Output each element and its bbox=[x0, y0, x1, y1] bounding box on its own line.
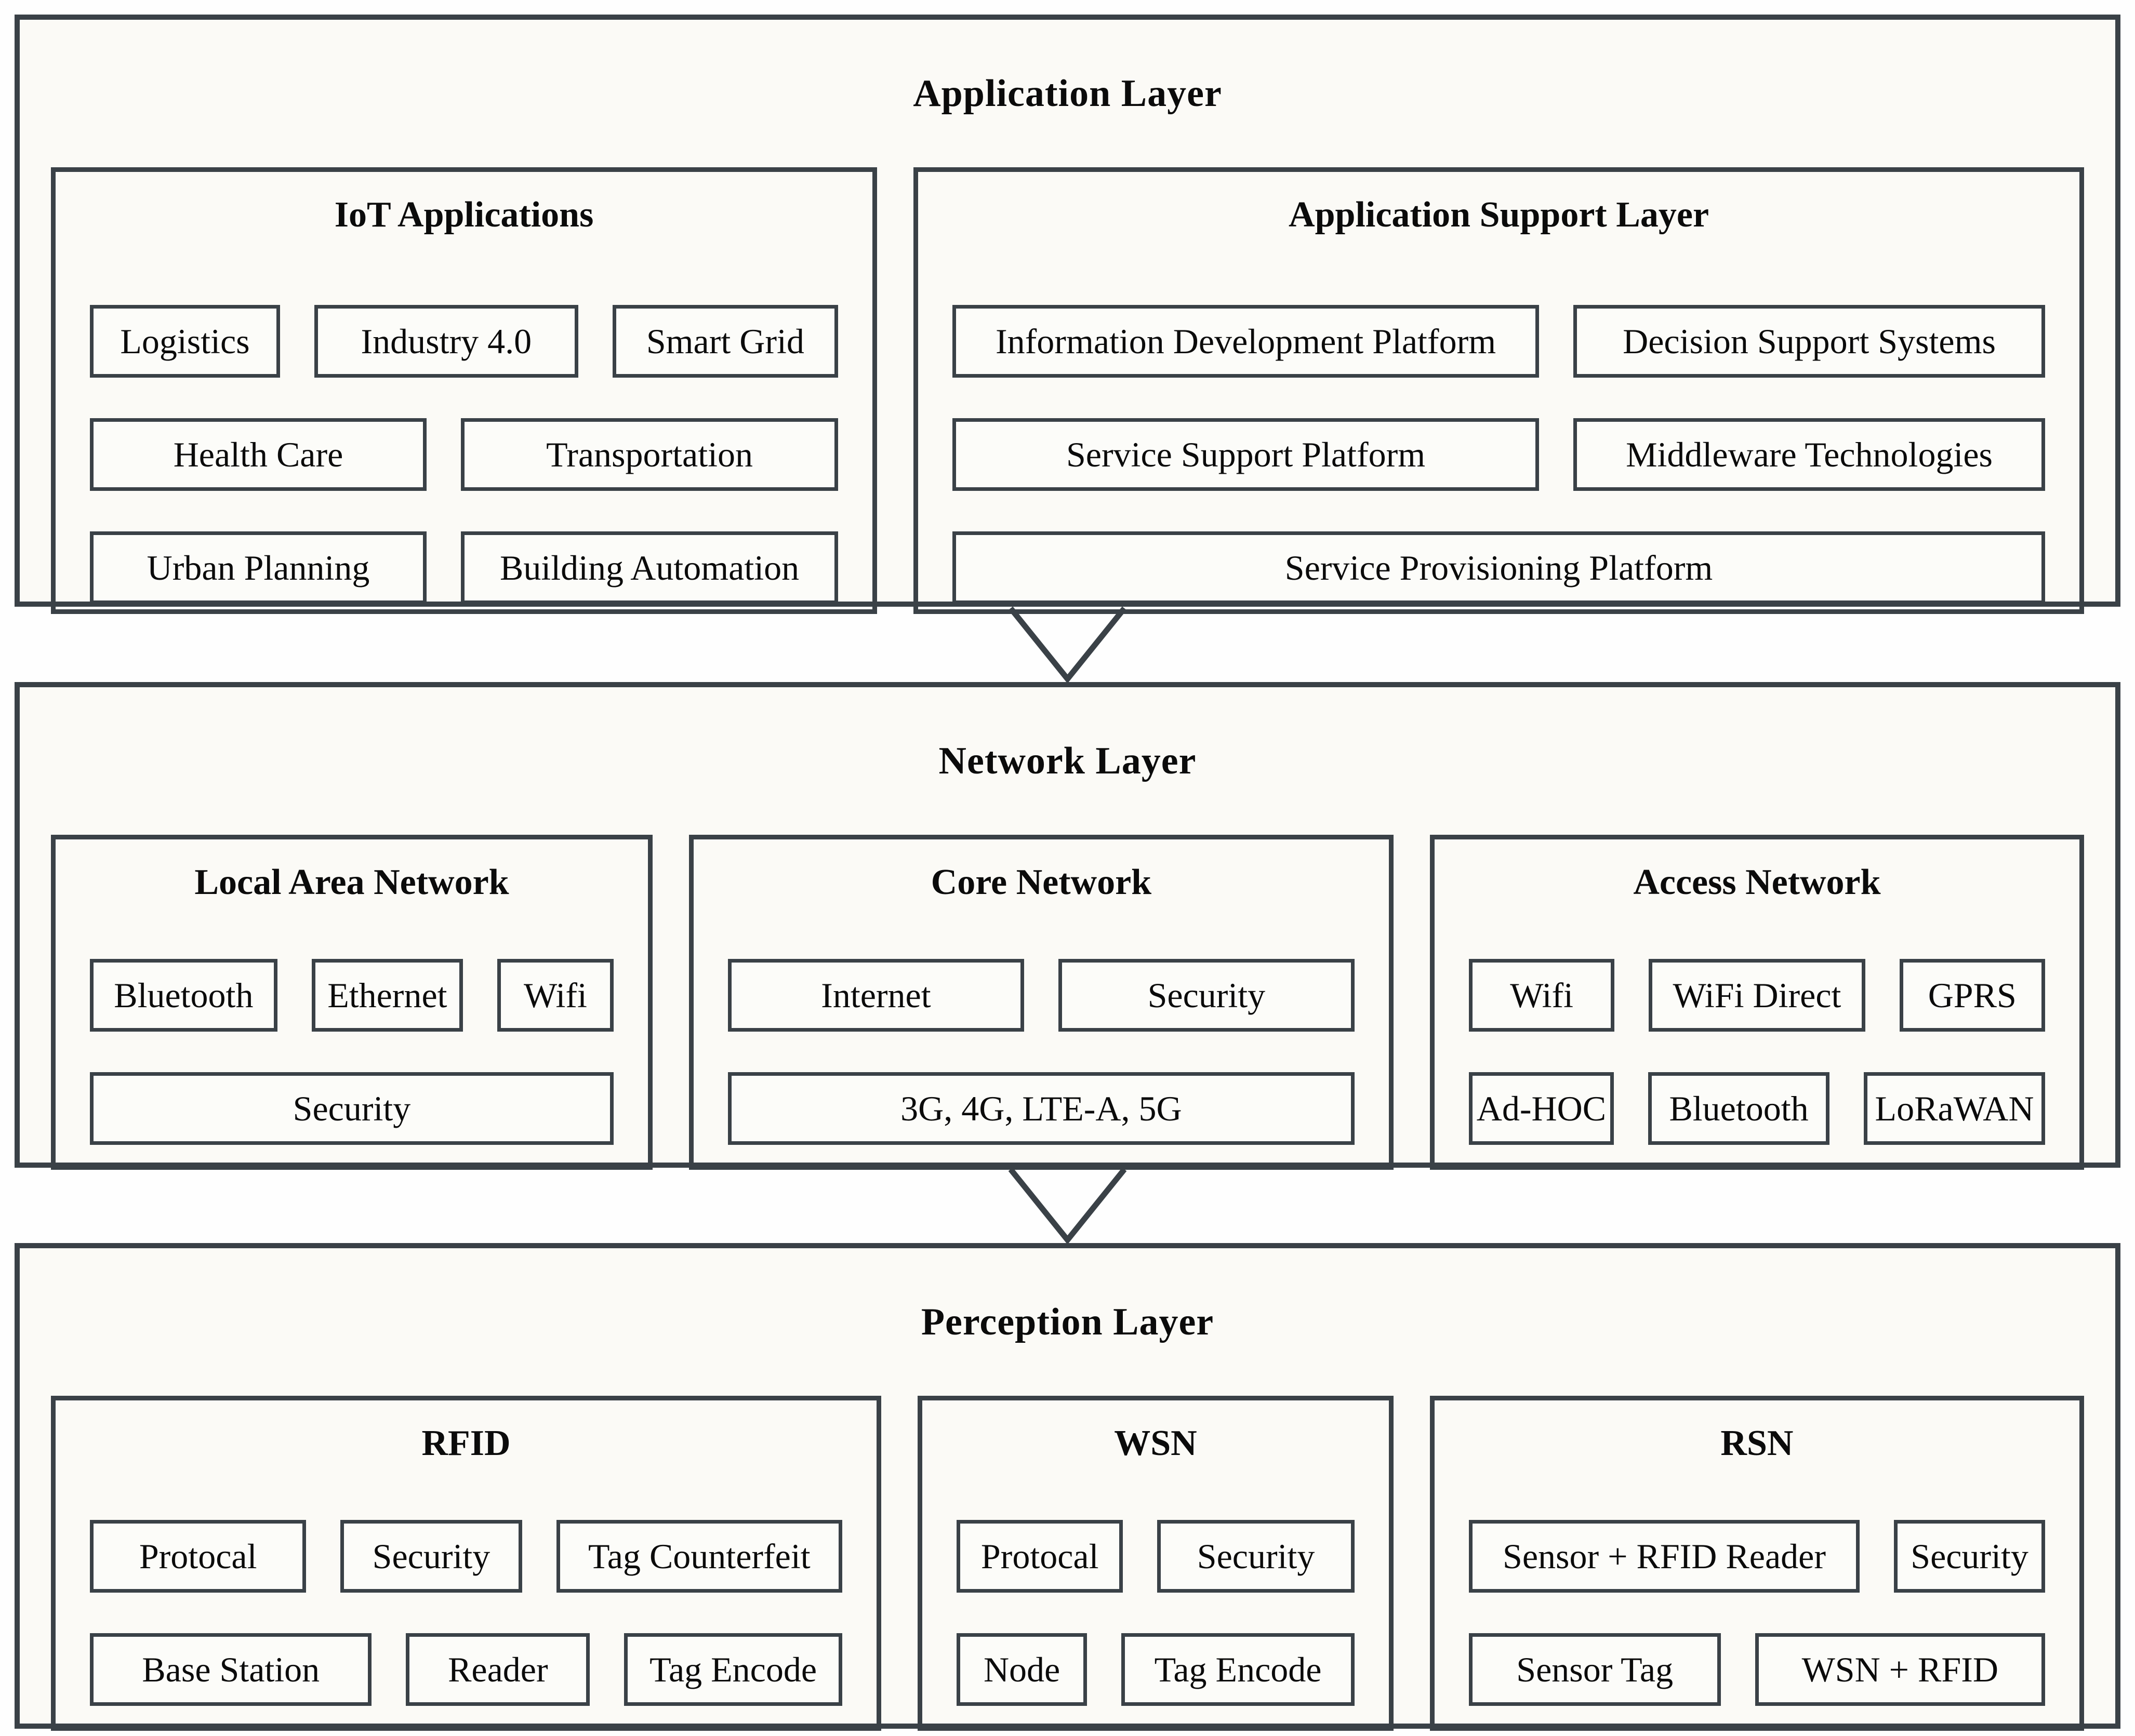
box-rfid-tag-counterfeit: Tag Counterfeit bbox=[556, 1520, 843, 1593]
row: Protocal Security bbox=[957, 1520, 1355, 1593]
box-lan-ethernet: Ethernet bbox=[311, 959, 463, 1032]
chevron-down-icon bbox=[1008, 1168, 1127, 1243]
box-rsn-sensor-rfid-reader: Sensor + RFID Reader bbox=[1468, 1520, 1860, 1593]
box-rsn-wsn-rfid: WSN + RFID bbox=[1755, 1633, 2045, 1706]
network-layer-title: Network Layer bbox=[938, 739, 1197, 782]
core-network-rows: Internet Security 3G, 4G, LTE-A, 5G bbox=[727, 959, 1355, 1145]
box-urban-planning: Urban Planning bbox=[90, 531, 427, 605]
row: Wifi WiFi Direct GPRS bbox=[1468, 959, 2046, 1032]
wsn-rows: Protocal Security Node Tag Encode bbox=[957, 1520, 1355, 1706]
arrow-gap bbox=[0, 1168, 2135, 1243]
box-decision-support-systems: Decision Support Systems bbox=[1573, 305, 2045, 378]
box-service-support-platform: Service Support Platform bbox=[952, 418, 1540, 491]
row: Base Station Reader Tag Encode bbox=[90, 1633, 843, 1706]
box-wsn-node: Node bbox=[957, 1633, 1088, 1706]
rsn-title: RSN bbox=[1720, 1423, 1794, 1464]
row: Health Care Transportation bbox=[90, 418, 839, 491]
network-layer-section: Network Layer Local Area Network Bluetoo… bbox=[15, 682, 2120, 1170]
row: 3G, 4G, LTE-A, 5G bbox=[727, 1072, 1355, 1145]
panel-access-network: Access Network Wifi WiFi Direct GPRS Ad-… bbox=[1429, 835, 2085, 1170]
box-wsn-protocal: Protocal bbox=[957, 1520, 1123, 1593]
local-area-network-rows: Bluetooth Ethernet Wifi Security bbox=[90, 959, 614, 1145]
row: Service Provisioning Platform bbox=[952, 531, 2045, 605]
row: Urban Planning Building Automation bbox=[90, 531, 839, 605]
box-rsn-sensor-tag: Sensor Tag bbox=[1468, 1633, 1721, 1706]
row: Logistics Industry 4.0 Smart Grid bbox=[90, 305, 839, 378]
panel-local-area-network: Local Area Network Bluetooth Ethernet Wi… bbox=[51, 835, 653, 1170]
box-lan-bluetooth: Bluetooth bbox=[90, 959, 277, 1032]
panel-rsn: RSN Sensor + RFID Reader Security Sensor… bbox=[1429, 1396, 2084, 1731]
box-health-care: Health Care bbox=[90, 418, 427, 491]
box-rfid-tag-encode: Tag Encode bbox=[624, 1633, 843, 1706]
box-information-development-platform: Information Development Platform bbox=[952, 305, 1540, 378]
perception-layer-section: Perception Layer RFID Protocal Security … bbox=[15, 1243, 2120, 1731]
network-layer-body: Local Area Network Bluetooth Ethernet Wi… bbox=[51, 835, 2085, 1170]
box-wsn-tag-encode: Tag Encode bbox=[1121, 1633, 1355, 1706]
row: Node Tag Encode bbox=[957, 1633, 1355, 1706]
box-access-lorawan: LoRaWAN bbox=[1864, 1072, 2045, 1145]
box-rfid-security: Security bbox=[340, 1520, 522, 1593]
local-area-network-title: Local Area Network bbox=[194, 862, 509, 903]
box-access-gprs: GPRS bbox=[1899, 959, 2046, 1032]
box-middleware-technologies: Middleware Technologies bbox=[1573, 418, 2045, 491]
arrow-gap bbox=[0, 607, 2135, 682]
box-smart-grid: Smart Grid bbox=[612, 305, 839, 378]
panel-wsn: WSN Protocal Security Node Tag Encode bbox=[918, 1396, 1394, 1731]
rsn-rows: Sensor + RFID Reader Security Sensor Tag… bbox=[1468, 1520, 2045, 1706]
application-support-layer-title: Application Support Layer bbox=[1289, 195, 1709, 235]
rfid-rows: Protocal Security Tag Counterfeit Base S… bbox=[90, 1520, 843, 1706]
box-rsn-security: Security bbox=[1894, 1520, 2045, 1593]
box-wsn-security: Security bbox=[1157, 1520, 1355, 1593]
box-access-wifi-direct: WiFi Direct bbox=[1649, 959, 1865, 1032]
row: Internet Security bbox=[727, 959, 1355, 1032]
box-core-cellular: 3G, 4G, LTE-A, 5G bbox=[727, 1072, 1355, 1145]
box-core-security: Security bbox=[1058, 959, 1355, 1032]
row: Security bbox=[90, 1072, 614, 1145]
row: Protocal Security Tag Counterfeit bbox=[90, 1520, 843, 1593]
box-access-ad-hoc: Ad-HOC bbox=[1468, 1072, 1614, 1145]
box-rfid-reader: Reader bbox=[406, 1633, 590, 1706]
row: Information Development Platform Decisio… bbox=[952, 305, 2045, 378]
box-building-automation: Building Automation bbox=[461, 531, 839, 605]
application-layer-title: Application Layer bbox=[913, 72, 1222, 115]
iot-applications-title: IoT Applications bbox=[334, 195, 594, 235]
box-lan-wifi: Wifi bbox=[497, 959, 614, 1032]
perception-layer-title: Perception Layer bbox=[921, 1300, 1214, 1343]
panel-rfid: RFID Protocal Security Tag Counterfeit B… bbox=[51, 1396, 882, 1731]
rfid-title: RFID bbox=[421, 1423, 511, 1464]
row: Service Support Platform Middleware Tech… bbox=[952, 418, 2045, 491]
wsn-title: WSN bbox=[1114, 1423, 1197, 1464]
application-layer-body: IoT Applications Logistics Industry 4.0 … bbox=[51, 167, 2084, 615]
access-network-rows: Wifi WiFi Direct GPRS Ad-HOC Bluetooth L… bbox=[1468, 959, 2046, 1145]
panel-core-network: Core Network Internet Security 3G, 4G, L… bbox=[688, 835, 1394, 1170]
application-support-rows: Information Development Platform Decisio… bbox=[952, 305, 2045, 605]
row: Sensor Tag WSN + RFID bbox=[1468, 1633, 2045, 1706]
core-network-title: Core Network bbox=[931, 862, 1152, 903]
box-lan-security: Security bbox=[90, 1072, 614, 1145]
application-layer-section: Application Layer IoT Applications Logis… bbox=[15, 15, 2120, 615]
box-access-wifi: Wifi bbox=[1468, 959, 1615, 1032]
perception-layer-body: RFID Protocal Security Tag Counterfeit B… bbox=[51, 1396, 2084, 1731]
box-industry-4-0: Industry 4.0 bbox=[314, 305, 578, 378]
box-rfid-base-station: Base Station bbox=[90, 1633, 372, 1706]
box-transportation: Transportation bbox=[461, 418, 839, 491]
row: Sensor + RFID Reader Security bbox=[1468, 1520, 2045, 1593]
box-rfid-protocal: Protocal bbox=[90, 1520, 307, 1593]
box-service-provisioning-platform: Service Provisioning Platform bbox=[952, 531, 2045, 605]
panel-iot-applications: IoT Applications Logistics Industry 4.0 … bbox=[51, 167, 878, 615]
access-network-title: Access Network bbox=[1633, 862, 1881, 903]
box-core-internet: Internet bbox=[727, 959, 1024, 1032]
chevron-down-icon bbox=[1008, 607, 1127, 682]
iot-applications-rows: Logistics Industry 4.0 Smart Grid Health… bbox=[90, 305, 839, 605]
panel-application-support-layer: Application Support Layer Information De… bbox=[913, 167, 2084, 615]
row: Bluetooth Ethernet Wifi bbox=[90, 959, 614, 1032]
box-logistics: Logistics bbox=[90, 305, 280, 378]
row: Ad-HOC Bluetooth LoRaWAN bbox=[1468, 1072, 2045, 1145]
box-access-bluetooth: Bluetooth bbox=[1648, 1072, 1830, 1145]
